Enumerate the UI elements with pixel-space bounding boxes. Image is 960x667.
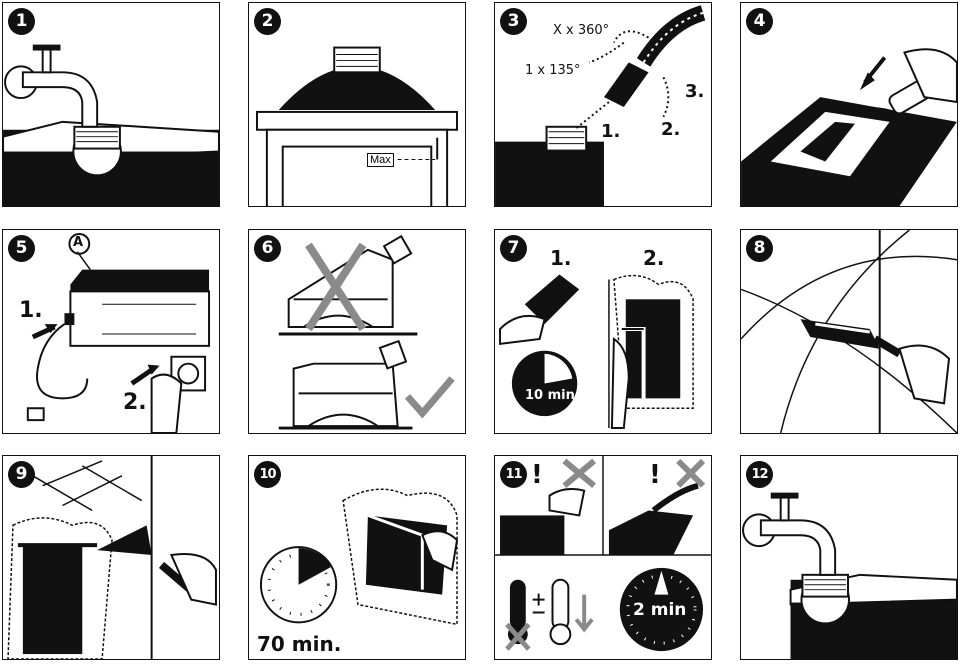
- surface-cleaning-illustration: [741, 230, 957, 433]
- container-fill-level-illustration: [255, 46, 459, 206]
- step-number-9: 9: [8, 461, 35, 488]
- step-panel-8: 8: [740, 229, 958, 434]
- step-number-4: 4: [746, 8, 773, 35]
- sub-step-2: 2.: [661, 119, 681, 140]
- window-cleaning-illustration: [7, 456, 217, 659]
- connector-a-label: A: [73, 235, 84, 250]
- timer-2-min-label: 2 min: [633, 600, 687, 620]
- step-number-6: 6: [254, 235, 281, 262]
- step-panel-5: 5 A 1. 2.: [2, 229, 220, 434]
- refill-container-illustration: [742, 492, 957, 659]
- faucet-filling-container-illustration: [3, 44, 219, 206]
- sub-step-2: 2.: [123, 390, 147, 415]
- step-panel-11: 11 ! ! 2 min: [494, 455, 712, 660]
- step-number-5: 5: [8, 235, 35, 262]
- timer-10-min-label: 10 min: [525, 388, 575, 403]
- hose-attachment-illustration: [495, 5, 706, 206]
- step-panel-10: 10 70 min.: [248, 455, 466, 660]
- rotation-partial-label: 1 x 135°: [525, 63, 581, 78]
- warning-mark-right: !: [649, 460, 661, 490]
- step-panel-7: 7 1. 2. 10 min: [494, 229, 712, 434]
- step-panel-2: 2 Max: [248, 2, 466, 207]
- sub-step-3: 3.: [685, 81, 705, 102]
- step-number-3: 3: [500, 8, 527, 35]
- step-number-11: 11: [500, 461, 527, 488]
- sub-step-1: 1.: [550, 246, 572, 270]
- max-fill-label: Max: [367, 153, 394, 167]
- step-number-10: 10: [254, 461, 281, 488]
- step-number-2: 2: [254, 8, 281, 35]
- step-panel-4: 4: [740, 2, 958, 207]
- step-number-8: 8: [746, 235, 773, 262]
- warning-mark-left: !: [531, 460, 543, 490]
- step-number-1: 1: [8, 8, 35, 35]
- step-panel-1: 1: [2, 2, 220, 207]
- step-number-12: 12: [746, 461, 773, 488]
- sub-step-1: 1.: [19, 298, 43, 323]
- step-panel-9: 9: [2, 455, 220, 660]
- warning-and-cooldown-illustration: [495, 456, 711, 652]
- plug-in-device-illustration: [26, 232, 211, 433]
- step-panel-3: 3 X x 360° 1 x 135° 1. 2. 3.: [494, 2, 712, 207]
- step-panel-6: 6: [248, 229, 466, 434]
- rotation-full-label: X x 360°: [553, 23, 610, 38]
- timer-70-min-label: 70 min.: [257, 632, 342, 656]
- correct-orientation-illustration: [278, 234, 455, 430]
- nozzle-attachment-illustration: [741, 48, 957, 206]
- step-number-7: 7: [500, 235, 527, 262]
- step-panel-12: 12: [740, 455, 958, 660]
- preheat-and-steam-illustration: [499, 274, 694, 430]
- usage-time-illustration: [259, 488, 459, 626]
- sub-step-2: 2.: [643, 246, 665, 270]
- sub-step-1: 1.: [601, 121, 621, 142]
